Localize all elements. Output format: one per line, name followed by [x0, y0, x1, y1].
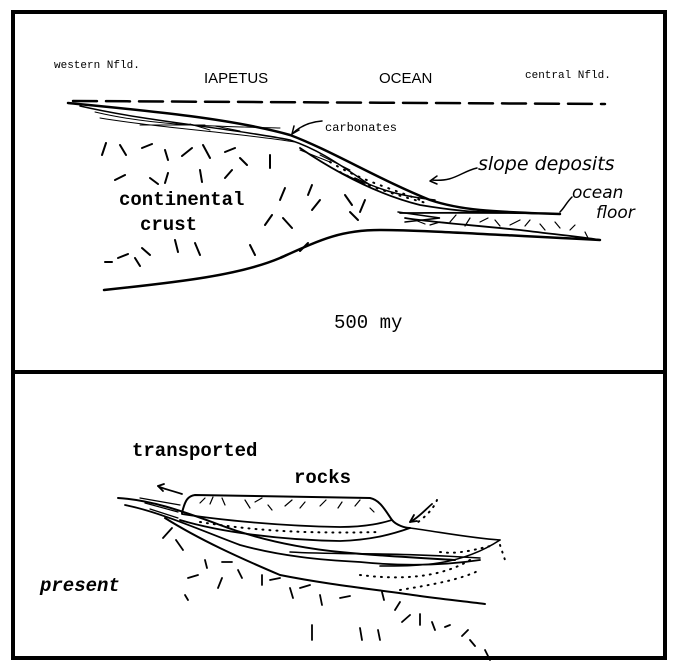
panel-500-my [11, 10, 667, 374]
label-rocks: rocks [294, 467, 352, 489]
label-continental: continental [119, 189, 245, 211]
sea-level-line [71, 99, 607, 106]
label-present: present [40, 575, 120, 597]
label-central-nfld: central Nfld. [525, 70, 611, 82]
label-crust: crust [140, 214, 198, 236]
panel-present [11, 370, 667, 660]
label-western-nfld: western Nfld. [54, 60, 140, 72]
transported-rocks-sheet [181, 493, 411, 529]
label-ocean: OCEAN [379, 70, 433, 87]
label-ocean-floor-ocean: ocean [572, 183, 624, 203]
label-ocean-floor-floor: floor [596, 203, 635, 223]
label-carbonates: carbonates [325, 121, 398, 135]
label-age-500-my: 500 my [334, 312, 403, 334]
label-iapetus: IAPETUS [204, 70, 269, 87]
crust-hatch [101, 142, 366, 267]
slope-deposits-wedge [299, 147, 501, 214]
label-slope-deposits: slope deposits [478, 153, 615, 175]
label-transported: transported [132, 440, 258, 462]
slope-deposits-arrow [431, 167, 478, 181]
crust-base [102, 228, 602, 292]
ocean-floor [399, 211, 601, 241]
carbonate-platform [66, 101, 562, 216]
ocean-floor-arrow [559, 196, 573, 213]
